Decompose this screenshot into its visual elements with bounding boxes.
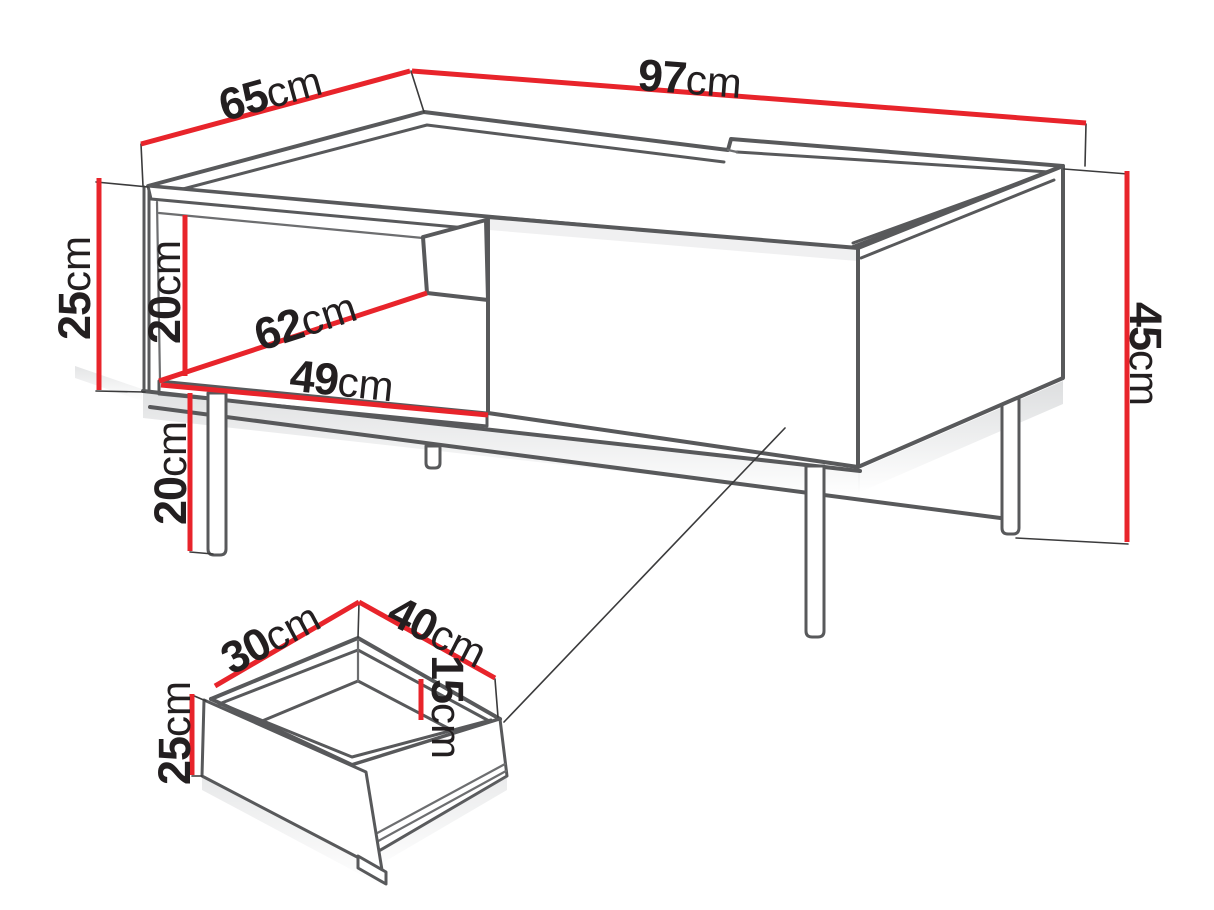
- dimension-labels: 65cm 97cm 25cm 20cm 62cm 49cm 20cm 45cm …: [49, 49, 1171, 785]
- shelf-width-label: 49cm: [288, 350, 397, 412]
- shelf-depth-label: 62cm: [248, 280, 363, 361]
- ext-body-height-bottom: [95, 390, 146, 393]
- tabletop-back-rim-inner-line: [158, 123, 726, 197]
- dim-line-drawer-depth: [213, 599, 361, 689]
- drawer-slide-rail-line-2: [369, 769, 508, 847]
- drawer-detail-drawing: [200, 636, 509, 886]
- right-side-panel: [856, 164, 1065, 469]
- tabletop-rim-step: [726, 148, 739, 154]
- middle-support-peg: [424, 444, 442, 470]
- drawer-inner-rim-front: [217, 701, 493, 759]
- shadow-left-corner: [75, 366, 142, 401]
- shelf-back-opening: [421, 218, 490, 302]
- dim-line-table-width: [411, 68, 1087, 126]
- drawer-inner-height-label: 15cm: [422, 655, 473, 759]
- shadow-under-tabletop-on-drawer: [489, 219, 857, 261]
- shadow-under-body: [143, 393, 860, 498]
- dim-line-drawer-width: [357, 599, 497, 681]
- ext-drawer-width-end: [494, 678, 499, 718]
- dimension-lines: [96, 68, 1130, 775]
- ext-depth-width-apex: [410, 70, 425, 113]
- shadow-under-drawer-right-wall: [360, 776, 507, 876]
- table-body-height-label: 25cm: [49, 236, 100, 340]
- ext-leg-bottom: [189, 551, 214, 555]
- ext-body-height-top: [95, 181, 149, 188]
- drawer-front-height-label: 25cm: [149, 681, 200, 785]
- frame-front-rail: [141, 389, 862, 473]
- drawer-leader-line: [503, 427, 786, 723]
- front-right-leg: [804, 464, 826, 639]
- table-depth-label: 65cm: [213, 54, 327, 131]
- rear-right-leg: [1000, 391, 1021, 536]
- table-width-label: 97cm: [636, 49, 744, 108]
- front-left-leg: [206, 391, 228, 557]
- frame-stretcher-rail: [148, 405, 1010, 521]
- dim-line-shelf-depth: [158, 290, 428, 384]
- niche-left-inner-corner: [155, 200, 162, 383]
- total-height-label: 45cm: [1120, 302, 1171, 406]
- drawer-depth-label: 30cm: [212, 590, 328, 684]
- drawer-slide-rail-line-1: [366, 762, 507, 840]
- dim-line-shelf-width: [160, 382, 489, 418]
- ext-total-height-top: [1063, 168, 1129, 175]
- right-side-panel-inner-line: [859, 178, 1056, 260]
- shelf-opening-height-label: 20cm: [139, 240, 190, 344]
- ext-total-height-bottom: [1015, 537, 1129, 545]
- ext-depth-start: [140, 143, 144, 187]
- drawer-slide-foot: [356, 854, 388, 886]
- niche-underside-line: [157, 211, 425, 240]
- dim-line-table-depth: [140, 68, 411, 147]
- ext-drawer-apex: [357, 602, 360, 639]
- leg-height-label: 20cm: [145, 421, 196, 525]
- shadow-under-drawer-front: [202, 776, 382, 886]
- ext-width-end: [1084, 123, 1087, 167]
